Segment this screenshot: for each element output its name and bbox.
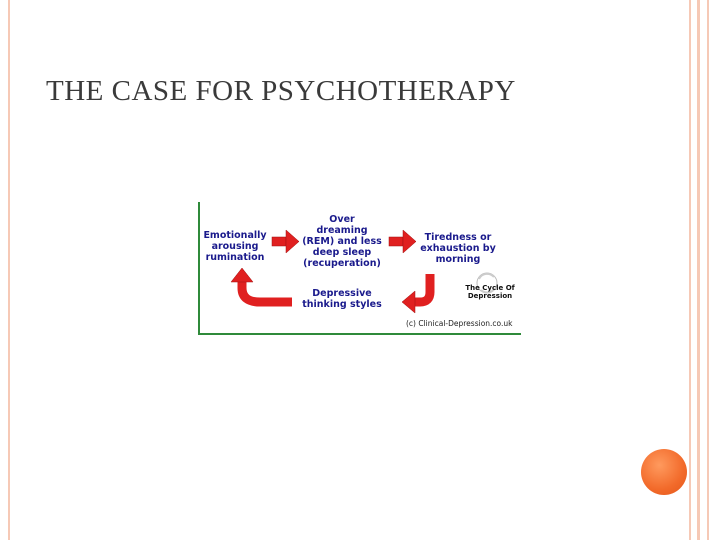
cycle-logo-icon <box>476 272 498 294</box>
frame-line-right <box>697 0 700 540</box>
frame-line-right <box>689 0 691 540</box>
arrow-curved-left <box>401 274 435 314</box>
frame-line-left <box>8 0 10 540</box>
diagram-graphics <box>230 229 498 314</box>
cycle-of-depression-diagram: Emotionally arousing rumination Over dre… <box>198 202 521 335</box>
node-tiredness: Tiredness or exhaustion by morning <box>420 232 496 265</box>
frame-line-right <box>707 0 709 540</box>
copyright-text: (c) Clinical-Depression.co.uk <box>406 319 513 328</box>
arrow-curved-up <box>230 267 292 307</box>
node-emotional-rumination: Emotionally arousing rumination <box>203 230 267 263</box>
node-over-dreaming: Over dreaming (REM) and less deep sleep … <box>302 214 382 269</box>
orange-orb-decoration <box>641 449 687 495</box>
slide-title: THE CASE FOR PSYCHOTHERAPY <box>46 75 516 107</box>
logo-caption: The Cycle Of Depression <box>465 284 515 300</box>
arrow-right-1 <box>271 229 300 254</box>
arrow-right-2 <box>388 229 417 254</box>
node-depressive-thinking: Depressive thinking styles <box>302 288 382 310</box>
